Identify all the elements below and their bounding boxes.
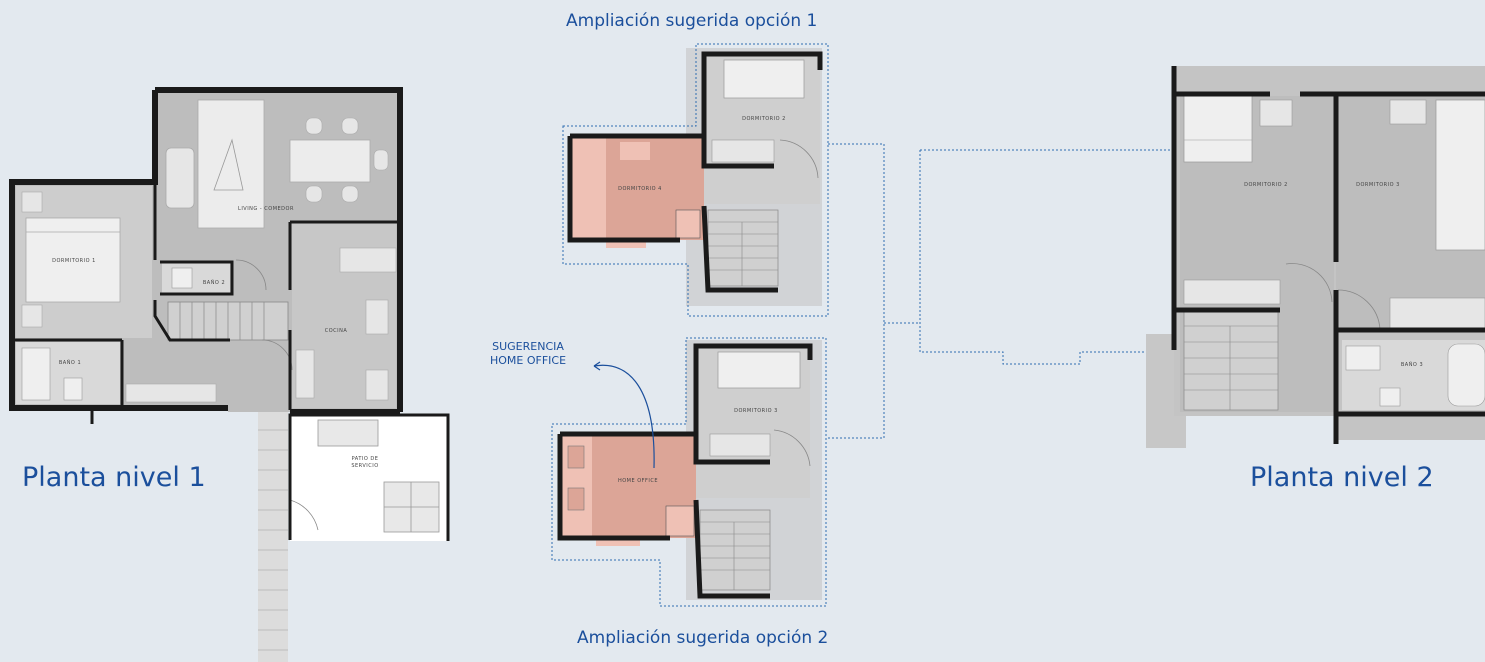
suggestion-line-2: HOME OFFICE <box>489 354 567 367</box>
room-label-opt1-dormitorio-2: DORMITORIO 2 <box>742 116 786 122</box>
plan-level-2: DORMITORIO 2 DORMITORIO 3 BAÑO 3 <box>1146 66 1485 448</box>
room-label-bano-2: BAÑO 2 <box>203 279 225 286</box>
label-level-1: Planta nivel 1 <box>22 462 206 493</box>
plan-level-1: PATIO DE SERVICIO DORMITORIO 1 LIVING - … <box>9 87 450 662</box>
room-label-bano-1: BAÑO 1 <box>59 359 81 366</box>
label-option-2: Ampliación sugerida opción 2 <box>577 628 829 648</box>
room-label-cocina: COCINA <box>325 328 348 334</box>
plan-option-2: DORMITORIO 3 HOME OFFICE <box>557 340 822 600</box>
room-label-opt2-home-office: HOME OFFICE <box>618 478 658 484</box>
label-option-1: Ampliación sugerida opción 1 <box>566 11 818 31</box>
room-label-patio: PATIO DE <box>352 456 379 462</box>
suggestion-arrow <box>593 364 655 469</box>
dashed-connectors <box>551 43 1174 607</box>
room-label-living-comedor: LIVING - COMEDOR <box>238 206 294 212</box>
plan-option-1: DORMITORIO 2 DORMITORIO 4 <box>567 48 823 306</box>
stairs-level-1 <box>167 301 289 341</box>
stairs-level-2 <box>1183 309 1279 411</box>
label-level-2: Planta nivel 2 <box>1250 462 1434 493</box>
room-label-opt1-dormitorio-4: DORMITORIO 4 <box>618 186 662 192</box>
room-label-opt2-dormitorio-3: DORMITORIO 3 <box>734 408 778 414</box>
label-home-office-suggestion: SUGERENCIA HOME OFFICE <box>472 340 584 368</box>
room-label-l2-dormitorio-3: DORMITORIO 3 <box>1356 182 1400 188</box>
room-label-dormitorio-1: DORMITORIO 1 <box>52 258 96 264</box>
room-label-l2-bano-3: BAÑO 3 <box>1401 361 1423 368</box>
room-label-l2-dormitorio-2: DORMITORIO 2 <box>1244 182 1288 188</box>
room-label-patio-2: SERVICIO <box>351 463 378 469</box>
suggestion-line-1: SUGERENCIA <box>492 340 564 353</box>
